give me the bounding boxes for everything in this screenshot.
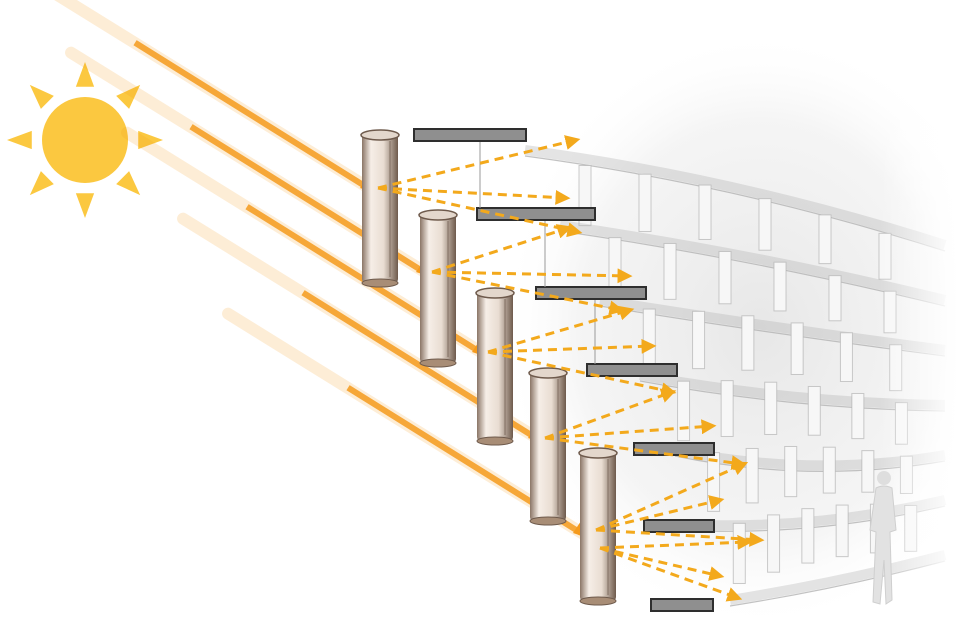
sun-ray bbox=[29, 84, 54, 109]
column-base bbox=[476, 436, 514, 446]
reflected-light-arrow bbox=[487, 305, 635, 354]
sun-ray bbox=[7, 130, 32, 150]
column-body bbox=[477, 291, 513, 441]
mullion bbox=[692, 310, 706, 370]
person-head bbox=[877, 471, 891, 485]
mullion bbox=[663, 242, 677, 300]
column-top bbox=[528, 367, 568, 379]
mullion bbox=[839, 332, 853, 382]
reflected-light-arrow bbox=[431, 270, 625, 316]
reflected-light-arrow bbox=[595, 461, 749, 532]
reflected-light-arrow bbox=[377, 186, 571, 205]
column-body bbox=[530, 371, 566, 521]
column-base bbox=[419, 358, 457, 368]
person-silhouette-icon bbox=[869, 471, 897, 605]
mullion bbox=[822, 446, 836, 494]
sun-ray bbox=[29, 171, 54, 196]
mullion bbox=[801, 508, 815, 564]
sun-ray bbox=[75, 62, 95, 87]
mullion bbox=[818, 214, 832, 265]
mullion bbox=[718, 250, 732, 305]
reflected-light-arrow bbox=[487, 338, 657, 354]
reflected-light-arrow bbox=[544, 388, 677, 440]
reflected-light-arrow bbox=[599, 534, 753, 550]
mullion bbox=[767, 514, 781, 573]
column-base bbox=[529, 516, 567, 526]
right-fade bbox=[880, 120, 960, 639]
reflected-light-arrow bbox=[377, 135, 581, 190]
column-base bbox=[361, 278, 399, 288]
reflected-light-arrows bbox=[377, 135, 765, 602]
building-interior bbox=[500, 30, 960, 639]
column-body bbox=[362, 133, 398, 283]
mullion bbox=[758, 198, 772, 251]
light-shelf bbox=[633, 442, 715, 456]
reflected-light-arrow bbox=[431, 268, 633, 284]
light-shelf bbox=[643, 519, 715, 533]
reflected-light-arrow bbox=[595, 495, 725, 532]
mullion bbox=[642, 308, 656, 370]
column-body bbox=[580, 451, 616, 601]
reflected-light-arrow bbox=[599, 546, 725, 581]
sun-ray bbox=[75, 193, 95, 218]
sun-ray bbox=[116, 171, 141, 196]
mullion bbox=[732, 522, 746, 584]
mullion bbox=[741, 315, 755, 371]
light-shelf bbox=[586, 363, 678, 377]
person-body bbox=[869, 485, 897, 605]
mullion bbox=[764, 381, 778, 435]
reflected-light-arrow bbox=[431, 224, 573, 274]
mullion bbox=[784, 445, 798, 498]
column-top bbox=[360, 129, 400, 141]
sunlight-beams bbox=[54, 0, 591, 541]
facade-columns bbox=[360, 129, 618, 606]
mullion bbox=[745, 447, 759, 504]
mullion bbox=[638, 173, 652, 232]
mullion bbox=[807, 385, 821, 436]
reflected-light-arrow bbox=[377, 186, 583, 238]
sun-ray bbox=[116, 84, 141, 109]
mullion bbox=[790, 322, 804, 375]
mullion bbox=[677, 380, 691, 442]
mullion bbox=[720, 380, 734, 437]
sun-ray bbox=[138, 130, 163, 150]
reflected-light-arrow bbox=[544, 419, 717, 440]
reflected-light-arrow bbox=[595, 528, 765, 547]
mullion bbox=[861, 450, 875, 493]
sun-disc bbox=[42, 97, 128, 183]
column-top bbox=[578, 447, 618, 459]
mullion bbox=[835, 504, 849, 558]
light-shelf bbox=[413, 128, 527, 142]
light-shelf bbox=[650, 598, 714, 612]
column-body bbox=[420, 213, 456, 363]
column-top bbox=[475, 287, 515, 299]
column-top bbox=[418, 209, 458, 221]
mullion bbox=[698, 184, 712, 240]
light-shelf bbox=[476, 207, 596, 221]
mullion bbox=[828, 275, 842, 322]
reflected-light-arrow bbox=[544, 436, 747, 471]
sun-icon bbox=[7, 62, 163, 218]
mullion bbox=[851, 392, 865, 440]
reflected-light-arrow bbox=[599, 546, 743, 602]
mullion bbox=[773, 261, 787, 312]
reflected-light-arrow bbox=[487, 350, 677, 398]
column-base bbox=[579, 596, 617, 606]
sunlight-beam bbox=[133, 40, 370, 191]
